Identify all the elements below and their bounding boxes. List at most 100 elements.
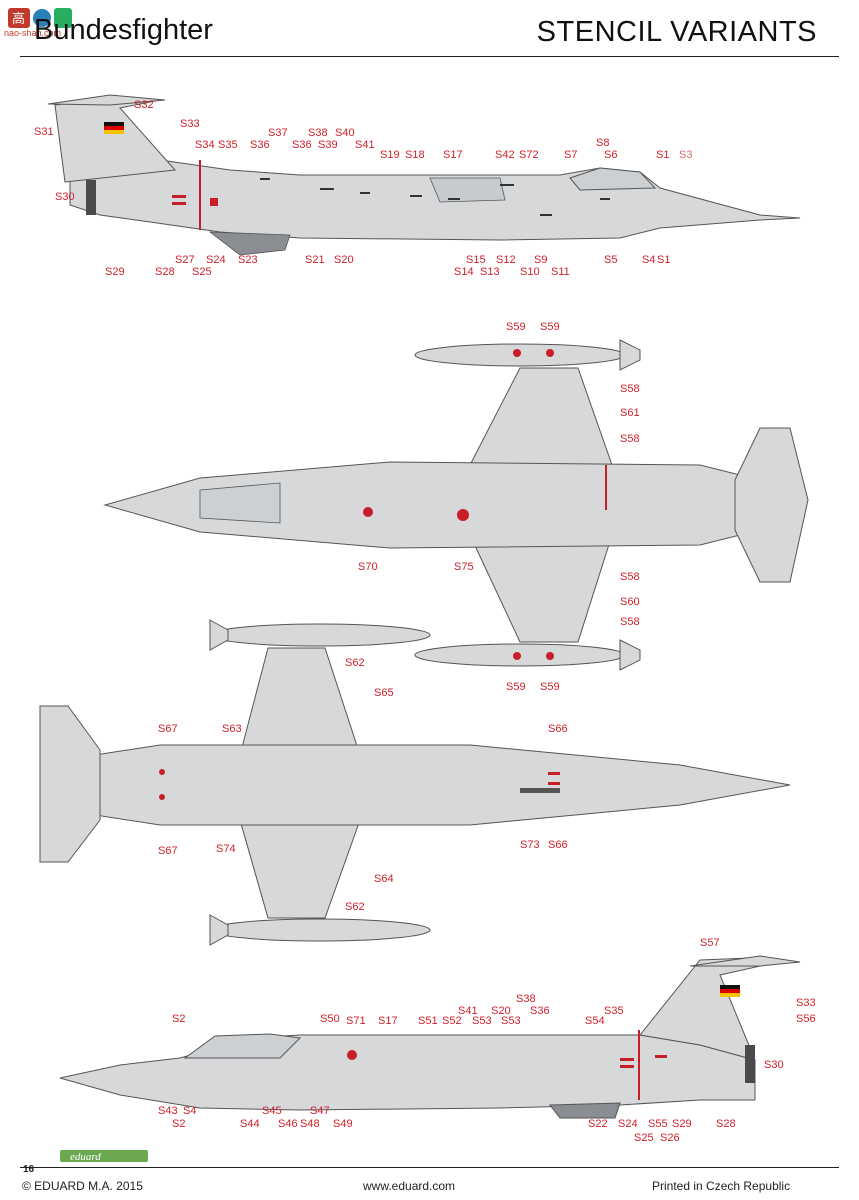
callout-right-side-s54: S54 — [585, 1015, 605, 1027]
callout-right-side-s41: S41 — [458, 1005, 478, 1017]
callout-bottom-s64: S64 — [374, 873, 394, 885]
callout-left-side-s24: S24 — [206, 254, 226, 266]
bottom-view — [39, 619, 791, 946]
callout-left-side-s29: S29 — [105, 266, 125, 278]
callout-right-side-s38: S38 — [516, 993, 536, 1005]
callout-right-side-s48: S48 — [300, 1118, 320, 1130]
callout-bottom-s66: S66 — [548, 839, 568, 851]
callout-left-side-s14: S14 — [454, 266, 474, 278]
callout-right-side-s71: S71 — [346, 1015, 366, 1027]
callout-left-side-s32: S32 — [134, 99, 154, 111]
callout-left-side-s19: S19 — [380, 149, 400, 161]
callout-left-side-s34: S34 — [195, 139, 215, 151]
callout-top-s60: S60 — [620, 596, 640, 608]
callout-left-side-s13: S13 — [480, 266, 500, 278]
callout-left-side-s25: S25 — [192, 266, 212, 278]
callout-left-side-s3: S3 — [679, 149, 692, 161]
callout-right-side-s20: S20 — [491, 1005, 511, 1017]
callout-left-side-s17: S17 — [443, 149, 463, 161]
callout-right-side-s53: S53 — [472, 1015, 492, 1027]
callout-left-side-s6: S6 — [604, 149, 617, 161]
callout-right-side-s2: S2 — [172, 1118, 185, 1130]
eduard-logo-text: eduard — [70, 1151, 101, 1163]
page-number: 16 — [23, 1164, 35, 1175]
callout-right-side-s30: S30 — [764, 1059, 784, 1071]
callout-right-side-s53: S53 — [501, 1015, 521, 1027]
callout-left-side-s21: S21 — [305, 254, 325, 266]
website: www.eduard.com — [363, 1179, 456, 1193]
callout-right-side-s56: S56 — [796, 1013, 816, 1025]
callout-bottom-s73: S73 — [520, 839, 540, 851]
callout-right-side-s51: S51 — [418, 1015, 438, 1027]
printed-in: Printed in Czech Republic — [652, 1179, 791, 1193]
callout-left-side-s38: S38 — [308, 127, 328, 139]
callout-bottom-s66: S66 — [548, 723, 568, 735]
callout-top-s61: S61 — [620, 407, 640, 419]
callout-right-side-s50: S50 — [320, 1013, 340, 1025]
callout-bottom-s74: S74 — [216, 843, 236, 855]
callout-left-side-s10: S10 — [520, 266, 540, 278]
callout-left-side-s42: S42 — [495, 149, 515, 161]
callout-bottom-s62: S62 — [345, 657, 365, 669]
callout-right-side-s25: S25 — [634, 1132, 654, 1144]
callout-left-side-s30: S30 — [55, 191, 75, 203]
callout-left-side-s27: S27 — [175, 254, 195, 266]
callout-left-side-s28: S28 — [155, 266, 175, 278]
callout-top-s58: S58 — [620, 571, 640, 583]
eduard-logo: eduard — [60, 1148, 150, 1164]
callout-right-side-s45: S45 — [262, 1105, 282, 1117]
callout-left-side-s18: S18 — [405, 149, 425, 161]
callout-left-side-s37: S37 — [268, 127, 288, 139]
callout-right-side-s17: S17 — [378, 1015, 398, 1027]
callout-left-side-s7: S7 — [564, 149, 577, 161]
callout-left-side-s15: S15 — [466, 254, 486, 266]
callout-top-s70: S70 — [358, 561, 378, 573]
callout-left-side-s31: S31 — [34, 126, 54, 138]
callout-top-s58: S58 — [620, 383, 640, 395]
callout-bottom-s65: S65 — [374, 687, 394, 699]
callout-left-side-s20: S20 — [334, 254, 354, 266]
callout-right-side-s29: S29 — [672, 1118, 692, 1130]
callout-right-side-s44: S44 — [240, 1118, 260, 1130]
callout-top-s58: S58 — [620, 433, 640, 445]
right-side-view — [59, 955, 801, 1119]
callout-right-side-s47: S47 — [310, 1105, 330, 1117]
callout-top-s59: S59 — [506, 321, 526, 333]
callout-left-side-s9: S9 — [534, 254, 547, 266]
callout-left-side-s41: S41 — [355, 139, 375, 151]
page-title-right: STENCIL VARIANTS — [536, 16, 817, 48]
callout-bottom-s62: S62 — [345, 901, 365, 913]
site-logo: 高 — [6, 4, 74, 34]
callout-top-s59: S59 — [540, 321, 560, 333]
callout-left-side-s39: S39 — [318, 139, 338, 151]
callout-left-side-s35: S35 — [218, 139, 238, 151]
callout-top-s58: S58 — [620, 616, 640, 628]
callout-right-side-s33: S33 — [796, 997, 816, 1009]
callout-left-side-s36: S36 — [250, 139, 270, 151]
page-frame — [20, 56, 839, 1168]
callout-right-side-s43: S43 — [158, 1105, 178, 1117]
callout-right-side-s52: S52 — [442, 1015, 462, 1027]
callout-right-side-s26: S26 — [660, 1132, 680, 1144]
callout-bottom-s67: S67 — [158, 723, 178, 735]
callout-top-s59: S59 — [506, 681, 526, 693]
callout-right-side-s49: S49 — [333, 1118, 353, 1130]
callout-right-side-s55: S55 — [648, 1118, 668, 1130]
callout-left-side-s11: S11 — [551, 266, 570, 278]
callout-top-s75: S75 — [454, 561, 474, 573]
top-view — [103, 339, 809, 671]
callout-right-side-s35: S35 — [604, 1005, 624, 1017]
logo-url: nao-shan.com — [4, 28, 62, 38]
callout-right-side-s28: S28 — [716, 1118, 736, 1130]
callout-right-side-s24: S24 — [618, 1118, 638, 1130]
callout-bottom-s63: S63 — [222, 723, 242, 735]
callout-right-side-s2: S2 — [172, 1013, 185, 1025]
svg-text:高: 高 — [12, 11, 25, 27]
callout-left-side-s1: S1 — [656, 149, 669, 161]
callout-left-side-s72: S72 — [519, 149, 539, 161]
callout-left-side-s1: S1 — [657, 254, 670, 266]
page-title-left: Bundesfighter — [34, 14, 213, 46]
callout-left-side-s36: S36 — [292, 139, 312, 151]
callout-right-side-s22: S22 — [588, 1118, 608, 1130]
